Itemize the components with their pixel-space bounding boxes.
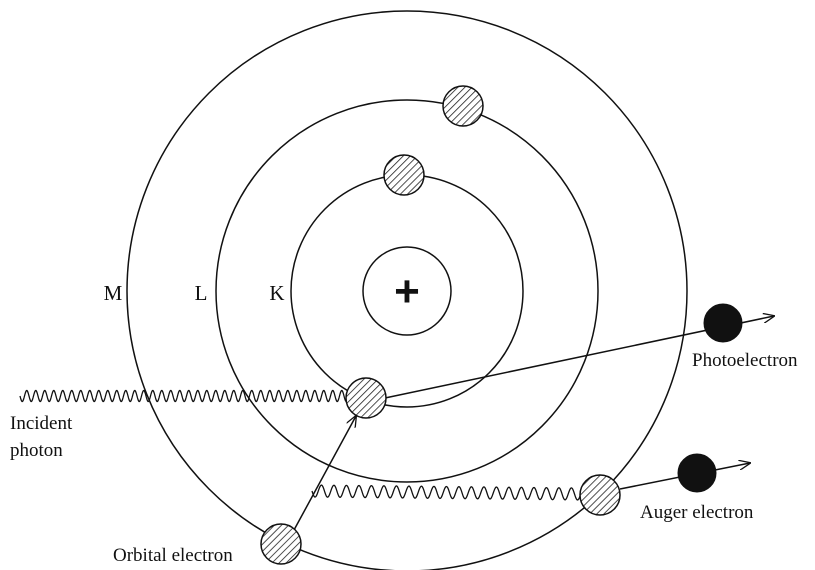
label-incident-line1: Incident xyxy=(10,413,73,434)
shell-label-k: K xyxy=(269,281,284,305)
k-shell-electron-ejected xyxy=(345,377,387,419)
shell-l-orbit xyxy=(215,99,599,483)
orbital-electron xyxy=(260,523,302,565)
nucleus-plus: + xyxy=(394,267,420,316)
shell-label-m: M xyxy=(104,281,123,305)
photoelectron xyxy=(703,303,743,343)
label-photoelectron: Photoelectron xyxy=(692,350,798,371)
incident-photon-wave xyxy=(19,389,347,403)
auger-source-electron xyxy=(579,474,621,516)
auger-transition-wave xyxy=(311,484,581,501)
label-auger-electron: Auger electron xyxy=(640,502,754,523)
label-orbital-electron: Orbital electron xyxy=(113,545,233,566)
nucleus xyxy=(362,246,452,336)
orbital-electron-transition-arrow xyxy=(293,416,356,531)
label-incident-line2: photon xyxy=(10,440,63,461)
l-shell-electron xyxy=(442,85,484,127)
shell-m-orbit xyxy=(126,10,688,570)
shell-label-l: L xyxy=(195,281,208,305)
auger-electron xyxy=(677,453,717,493)
k-shell-electron-top xyxy=(383,154,425,196)
